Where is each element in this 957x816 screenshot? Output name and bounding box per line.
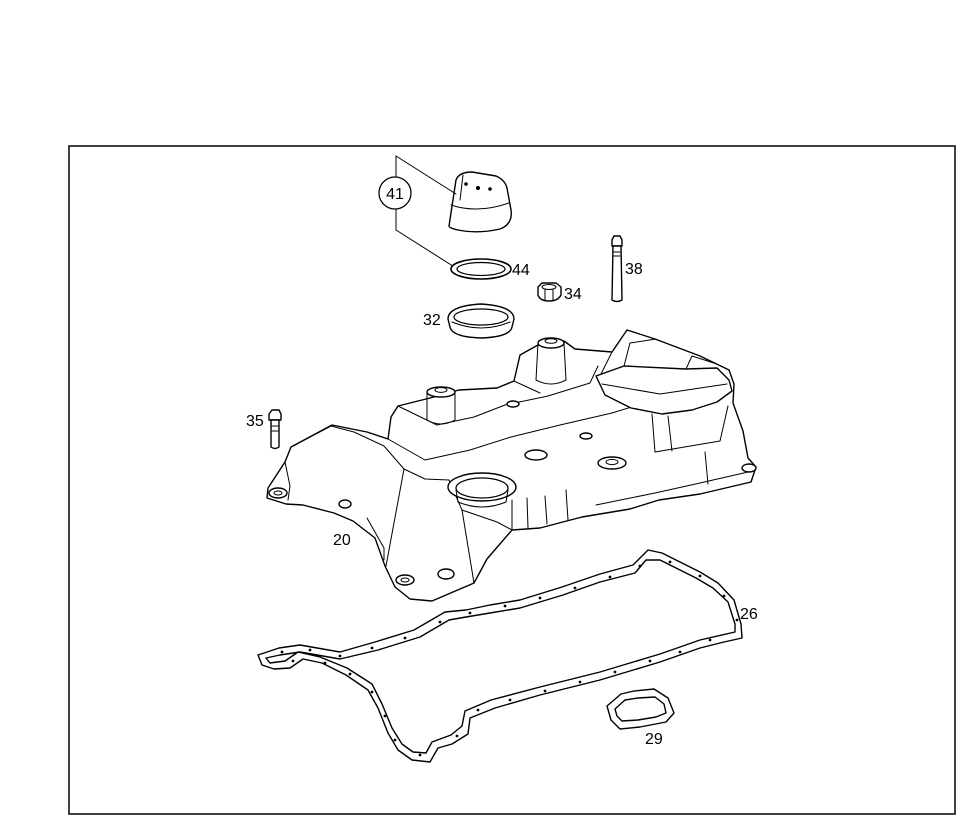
callout-44: 44 [512, 262, 530, 279]
part-41-oil-filler-cap [448, 171, 512, 233]
callout-bracket-41 [395, 155, 457, 269]
diagram-frame [68, 145, 956, 815]
part-38-stud-bolt [611, 235, 623, 303]
part-29-small-gasket [606, 688, 675, 730]
part-20-cylinder-head-cover [266, 329, 757, 602]
part-32-seal-ring [447, 303, 515, 339]
part-26-cover-gasket [257, 549, 743, 763]
callout-32: 32 [423, 312, 441, 329]
callout-34: 34 [564, 286, 582, 303]
part-44-o-ring [450, 258, 512, 280]
part-34-nut [537, 282, 562, 302]
callout-41: 41 [386, 186, 404, 203]
callout-38: 38 [625, 261, 643, 278]
part-35-bolt [268, 409, 282, 450]
callout-35: 35 [246, 413, 264, 430]
callout-26: 26 [740, 606, 758, 623]
callout-20: 20 [333, 532, 351, 549]
callout-circle-41 [378, 176, 412, 210]
callout-29: 29 [645, 731, 663, 748]
